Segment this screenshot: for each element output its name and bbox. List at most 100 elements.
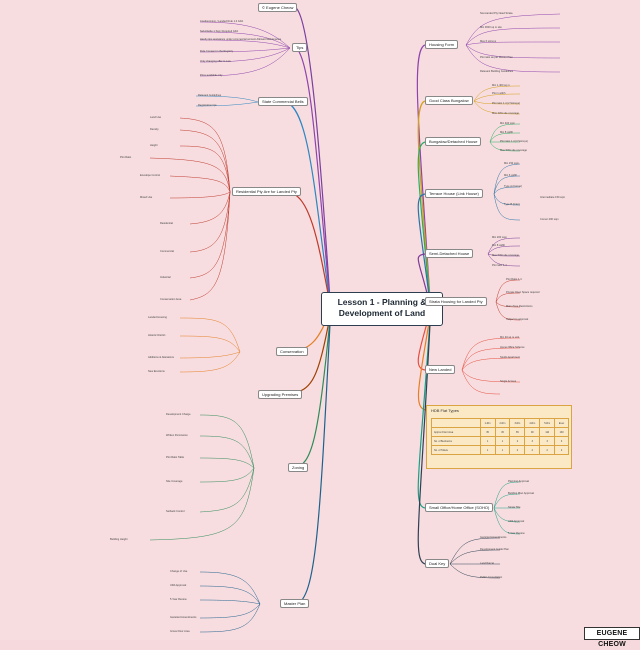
leaf-item: Subject to approval	[506, 318, 529, 321]
leaf-item: Sub-Divide 1 Sqm Required GFA	[200, 30, 239, 33]
topic-housing[interactable]: Housing Form	[425, 40, 459, 49]
topic-zoning[interactable]: Zoning	[288, 463, 309, 472]
branch-housing	[416, 44, 431, 301]
leaf-item: Plot Ratio Table	[166, 456, 185, 459]
leaf-item: Registration tips	[198, 104, 217, 107]
topic-terrace[interactable]: Terrace House (Link House)	[425, 189, 483, 198]
table-title: HDB Flat Types	[431, 408, 459, 413]
topic-condo[interactable]: Good Class Bungalow	[425, 96, 473, 105]
table-cell: 45	[494, 427, 511, 437]
leaf-item: Home Office Scheme	[500, 346, 525, 349]
table-cell: 1	[494, 445, 511, 455]
table-cell: 1	[479, 436, 496, 446]
topic-eugene[interactable]: © Eugene Cheow	[258, 3, 298, 12]
leaf-item: Gazetted Amendments	[480, 536, 507, 539]
table-cell: 1	[479, 445, 496, 455]
leaf-item: Intermediate 150 sqm	[540, 196, 566, 199]
leaf-item: Plot ratio 1.4 (3 Storeys)	[500, 140, 528, 143]
leaf-item: Building Plan Approval	[508, 492, 534, 495]
topic-conservation[interactable]: Conservation	[276, 347, 308, 356]
leaf-item: Building Height	[110, 538, 128, 541]
topic-residential[interactable]: Residential Pty Are for Landed Pty	[232, 187, 301, 196]
leaf-item: Condominium / Landed Rule 1.4 GFA	[200, 20, 244, 23]
topic-strata[interactable]: Strata Housing for Landed Pty	[425, 297, 487, 306]
leaf-item: Min 8 width	[492, 244, 506, 247]
topic-tips[interactable]: Tips	[292, 43, 308, 52]
topic-upgrading[interactable]: Upgrading Premises	[258, 390, 303, 399]
leaf-item: Development Guide Plan	[480, 548, 509, 551]
leaf-item: Land Parcel	[480, 562, 494, 565]
leaf-item: 5 Year Review	[170, 598, 187, 601]
topic-small-office[interactable]: Small Office/Home Office (SOHO)	[425, 503, 494, 512]
leaf-item: New Erections	[148, 370, 165, 373]
leaf-item: Historic District	[148, 334, 166, 337]
table-row: No. of Toilets 1 1 2 2 2 2	[431, 445, 569, 455]
leaf-item: Max 50% site coverage	[500, 149, 527, 152]
table-cell: 35	[479, 427, 496, 437]
table-header-row: 1-Rm 2-Rm 3-Rm 4-Rm 5-Rm Exec	[431, 418, 569, 428]
leaf-item: Studio Apartment	[500, 356, 520, 359]
leaf-item: Max 40% site coverage	[492, 112, 519, 115]
leaf-item: Plot Ratio 1.4	[506, 278, 522, 281]
leaf-item: Public Consultation	[480, 576, 503, 579]
branch-bungalow	[417, 141, 431, 303]
table-header-cell: 1-Rm	[479, 418, 496, 428]
table-header-cell	[431, 418, 481, 428]
leaf-item: Price available only	[200, 74, 223, 77]
central-topic[interactable]: Lesson 1 - Planning & Development of Lan…	[321, 292, 443, 326]
branch-terrace	[417, 193, 431, 305]
table-row: No. of Bedrooms 1 1 2 3 3 3	[431, 436, 569, 446]
leaf-item: Min 150 sqm	[504, 162, 519, 165]
table-cell: 2	[539, 445, 556, 455]
leaf-item: Gazetted Amendments	[170, 616, 197, 619]
leaf-item: Rule Consent in the Registry	[200, 50, 234, 53]
branch-table	[417, 315, 431, 411]
leaf-item: Plot 1 width	[492, 92, 506, 95]
table-cell: 65	[509, 427, 526, 437]
topic-new-landed[interactable]: New Landed	[425, 365, 456, 374]
leaf-item: Commercial	[160, 250, 174, 253]
table-header-cell: 4-Rm	[524, 418, 541, 428]
table-cell: 3	[539, 436, 556, 446]
leaf-item: Development Charge	[166, 413, 191, 416]
leaf-item: Relevant Building Guidelines	[480, 70, 514, 73]
table-header-cell: 2-Rm	[494, 418, 511, 428]
leaf-item: Gross Floor Area	[170, 630, 190, 633]
table-cell: 2	[524, 445, 541, 455]
leaf-item: Private Open Space required	[506, 291, 540, 294]
brand-logo: EUGENE CHEOW	[584, 627, 640, 648]
topic-dual[interactable]: Dual Key	[425, 559, 450, 568]
table-cell: No. of Bedrooms	[431, 436, 481, 446]
topic-bungalow[interactable]: Bungalow/Detached House	[425, 137, 482, 146]
topic-master[interactable]: Master Plan	[280, 599, 310, 608]
table-header-cell: 3-Rm	[509, 418, 526, 428]
leaf-item: Min 200 sqm	[492, 236, 507, 239]
leaf-item: Height	[150, 144, 158, 147]
table-cell: 3	[554, 436, 569, 446]
leaf-item: Plot Ratio	[120, 156, 132, 159]
topic-semi[interactable]: Semi-Detached House	[425, 249, 474, 258]
table-cell: No. of Toilets	[431, 445, 481, 455]
leaf-item: Max 50% site coverage	[492, 254, 519, 257]
leaf-item: Handy tips assistance under commercial a…	[200, 38, 282, 41]
leaf-item: Plot ratio 1.4 (2 Storeys)	[492, 102, 520, 105]
leaf-item: Min 1,400 sq m	[492, 84, 510, 87]
leaf-item: Planning Approval	[508, 480, 529, 483]
leaf-item: Max 6 storeys	[480, 40, 497, 43]
leaf-item: Main Zone Restrictions	[506, 305, 533, 308]
table-row: Approx Floor Area 35 45 65 90 110 130	[431, 427, 569, 437]
leaf-item: Change of Use	[170, 570, 188, 573]
topic-commercial[interactable]: State Commercial Bells	[258, 97, 308, 106]
leaf-item: Mixed Use	[140, 196, 153, 199]
table-cell: 2	[509, 445, 526, 455]
leaf-item: Min 6 width	[504, 174, 518, 177]
table-cell: 3	[524, 436, 541, 446]
leaf-item: Corner 200 sqm	[540, 218, 559, 221]
leaf-item: Strata Title	[508, 506, 521, 509]
branch-master	[295, 323, 331, 605]
branch-tips	[295, 47, 331, 301]
table-cell: 90	[524, 427, 541, 437]
table-cell: 2	[509, 436, 526, 446]
table-cell: 1	[494, 436, 511, 446]
